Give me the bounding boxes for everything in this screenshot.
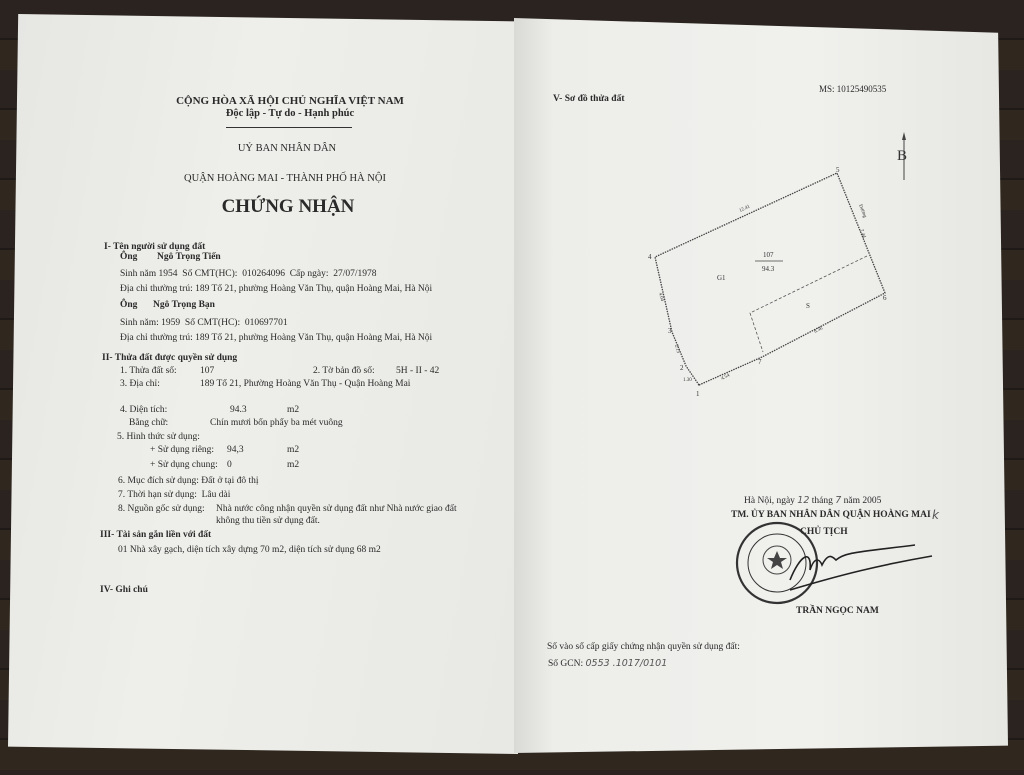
left-page — [8, 14, 518, 754]
signer-name: TRẦN NGỌC NAM — [796, 606, 879, 616]
authority: UỶ BAN NHÂN DÂN — [237, 143, 337, 154]
area-unit: m2 — [287, 405, 300, 415]
district: QUẬN HOÀNG MAI - THÀNH PHỐ HÀ NỘI — [184, 173, 386, 184]
section-1-heading: I- Tên người sử dụng đất — [104, 242, 206, 252]
origin-line-2: không thu tiền sử dụng đất. — [216, 516, 320, 526]
map-number: 5H - II - 42 — [396, 366, 440, 376]
vertex-2: 2 — [680, 364, 684, 372]
serial-number: MS: 10125490535 — [819, 84, 887, 94]
owner-2-name: Ngô Trọng Bạn — [153, 300, 215, 310]
private-use-value: 94,3 — [227, 445, 244, 455]
owner-1-name: Ngô Trọng Tiến — [157, 252, 221, 262]
nation-title: CỘNG HÒA XÃ HỘI CHỦ NGHĨA VIỆT NAM — [176, 95, 404, 107]
north-arrow: B — [897, 132, 907, 180]
section-5-heading: V- Sơ đồ thửa đất — [553, 94, 625, 104]
usage-form-label: 5. Hình thức sử dụng: — [117, 432, 200, 442]
owner-2-address: Địa chỉ thường trú: 189 Tổ 21, phường Ho… — [120, 333, 433, 343]
edge-4-5: 12.41 — [739, 204, 752, 213]
building-outline — [749, 255, 868, 353]
gcn-number: 0553 .1017/0101 — [585, 658, 668, 669]
plot-boundary — [654, 172, 886, 386]
edge-5-6: 7.44 — [858, 229, 866, 239]
section-2-heading: II- Thửa đất được quyền sử dụng — [102, 353, 238, 363]
section-4-heading: IV- Ghi chú — [100, 585, 148, 595]
north-label: B — [897, 148, 907, 164]
edge-3-2: 2.15 — [673, 344, 680, 354]
handwritten-day: 12 — [797, 495, 810, 506]
purpose-line: 6. Mục đích sử dụng: Đất ở tại đô thị — [118, 476, 259, 486]
vertex-5: 5 — [836, 166, 840, 174]
parcel-area-label: 94.3 — [762, 265, 775, 273]
document-title: CHỨNG NHẬN — [221, 196, 355, 217]
parcel-address: 189 Tổ 21, Phường Hoàng Văn Thụ - Quận H… — [200, 379, 411, 389]
vertex-3: 3 — [668, 327, 672, 335]
private-use-label: + Sử dụng riêng: — [150, 445, 215, 455]
gcn-line: Số GCN: 0553 .1017/0101 — [548, 658, 668, 669]
initial-mark: k — [932, 508, 939, 522]
origin-label: 8. Nguồn gốc sử dụng: — [118, 504, 205, 514]
vertex-4: 4 — [648, 253, 652, 261]
road-label: Đường — [857, 204, 867, 219]
assets-text: 01 Nhà xây gạch, diện tích xây dựng 70 m… — [118, 545, 381, 555]
words-label: Bằng chữ: — [129, 418, 169, 428]
private-unit: m2 — [287, 445, 300, 455]
edge-2-1: 1.30 — [683, 378, 692, 383]
area-label: 4. Diện tích: — [120, 405, 168, 415]
section-3-heading: III- Tài sản gắn liền với đất — [100, 530, 212, 540]
owner-2-title: Ông — [120, 300, 138, 310]
address-label: 3. Địa chỉ: — [120, 379, 160, 389]
edge-1-7: 4.54 — [721, 373, 732, 382]
shared-unit: m2 — [287, 460, 300, 470]
official-stamp — [735, 521, 819, 605]
signature — [789, 544, 933, 591]
zone-s-label: S — [806, 302, 810, 310]
signer-role: CHỦ TỊCH — [800, 527, 848, 537]
owner-1-title: Ông — [120, 252, 138, 262]
shared-use-label: + Sử dụng chung: — [150, 460, 218, 470]
vertex-6: 6 — [883, 294, 887, 302]
owner-2-birth-line: Sinh năm: 1959 Số CMT(HC): 010697701 — [120, 318, 288, 328]
edge-7-6: 8.36 — [814, 326, 825, 335]
signing-organization: TM. ỦY BAN NHÂN DÂN QUẬN HOÀNG MAI — [731, 510, 931, 520]
registry-label: Số vào sổ cấp giấy chứng nhận quyền sử d… — [547, 642, 740, 652]
parcel-number-label: 107 — [763, 251, 774, 259]
vertex-1: 1 — [696, 390, 700, 398]
area-in-words: Chín mươi bốn phẩy ba mét vuông — [210, 418, 343, 428]
owner-1-address: Địa chỉ thường trú: 189 Tổ 21, phường Ho… — [120, 284, 433, 294]
zone-g1-label: G1 — [717, 274, 726, 282]
motto-underline — [226, 127, 352, 128]
term-line: 7. Thời hạn sử dụng: Lâu dài — [118, 490, 231, 500]
signing-date: Hà Nội, ngày 12 tháng 7 năm 2005 — [744, 495, 882, 506]
edge-4-3: 4.04 — [657, 292, 664, 302]
right-page — [514, 18, 1008, 753]
motto: Độc lập - Tự do - Hạnh phúc — [225, 108, 355, 119]
origin-line-1: Nhà nước công nhận quyền sử dụng đất như… — [216, 504, 457, 514]
map-label: 2. Tờ bản đồ số: — [313, 366, 375, 376]
parcel-label: 1. Thửa đất số: — [120, 366, 177, 376]
owner-1-birth-line: Sinh năm 1954 Số CMT(HC): 010264096 Cấp … — [120, 269, 377, 279]
vertex-7: 7 — [758, 358, 762, 366]
shared-use-value: 0 — [227, 460, 232, 470]
handwritten-month: 7 — [835, 495, 842, 506]
area-value: 94.3 — [230, 405, 247, 415]
parcel-number: 107 — [200, 366, 215, 376]
